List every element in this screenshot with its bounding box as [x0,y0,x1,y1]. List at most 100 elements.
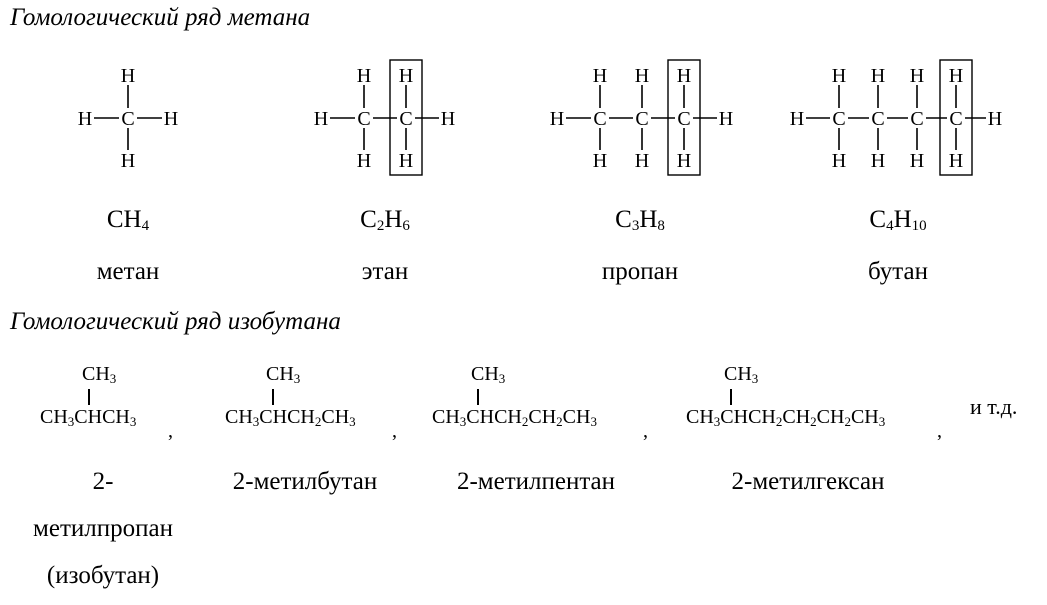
formula-text: C [615,206,632,233]
hydrogen-atom: H [790,108,804,130]
hydrogen-atom: H [635,65,649,87]
formula-subscript: 3 [751,371,759,386]
formula-text: C [360,206,377,233]
hydrogen-atom: H [121,150,135,172]
carbon-atom: C [593,108,606,130]
compound-name: этан [361,258,409,285]
hydrogen-atom: H [593,65,607,87]
formula-text: CH [686,406,714,428]
hydrogen-atom: H [399,150,413,172]
formula-subscript: 2 [556,414,563,429]
formula-text: CHCH [466,406,522,428]
formula-text: CH [432,406,460,428]
formula-text: C [869,206,887,233]
formula-subscript: 3 [631,218,640,234]
carbon-atom: C [635,108,648,130]
formula-text: H [893,206,912,233]
formula-text: CH [40,406,68,428]
hydrogen-atom: H [871,150,885,172]
carbon-atom: C [910,108,923,130]
branch-bond-line [730,389,732,405]
condensed-formula: CH3CHCH2CH2CH2CH3 [686,406,885,429]
branch-methyl-group: CH3 [724,363,758,386]
formula-subscript: 3 [67,414,75,429]
carbon-atom: C [949,108,962,130]
formula-subscript: 2 [775,414,783,429]
formula-text: CH [816,406,845,428]
compound-name: 2-метилгексан [731,468,885,495]
formula-subscript: 2 [376,218,385,234]
branch-methyl-group: CH3 [471,363,505,386]
hydrogen-atom: H [949,150,963,172]
formula-subscript: 4 [141,218,150,234]
formula-subscript: 3 [878,414,886,429]
formula-subscript: 6 [402,218,410,234]
hydrogen-atom: H [832,65,846,87]
formula-subscript: 3 [459,414,467,429]
hydrogen-atom: H [78,108,92,130]
hydrogen-atom: H [121,65,135,87]
formula-subscript: 3 [109,371,117,386]
hydrogen-atom: H [399,65,413,87]
hydrogen-atom: H [910,65,924,87]
hydrogen-atom: H [871,65,885,87]
carbon-atom: C [677,108,690,130]
separator-comma: , [168,420,173,442]
formula-subscript: 3 [293,371,301,386]
formula-text: CH [321,406,350,428]
hydrogen-atom: H [550,108,564,130]
carbon-atom: C [832,108,845,130]
formula-text: CH [850,406,879,428]
formula-subscript: 10 [911,218,927,234]
carbon-atom: C [121,108,134,130]
homologue-difference-box [389,59,423,176]
formula-subscript: 2 [844,414,851,429]
separator-comma: , [392,420,397,442]
branch-bond-line [88,389,90,405]
separator-comma: , [937,420,942,442]
formula-subscript: 2 [810,414,817,429]
hydrogen-atom: H [357,150,371,172]
formula-text: CHCH [74,406,130,428]
homologue-difference-box [939,59,973,176]
hydrogen-atom: H [677,65,691,87]
formula-text: CHCH [259,406,315,428]
hydrogen-atom: H [357,65,371,87]
molecular-formula: CH4 [107,206,149,234]
condensed-formula: CH3CHCH3 [40,406,136,429]
formula-text: CH [724,363,752,385]
compound-name: бутан [868,258,928,285]
formula-text: CH [225,406,253,428]
compound-name: 2-метилбутан [232,468,378,495]
hydrogen-atom: H [949,65,963,87]
hydrogen-atom: H [441,108,455,130]
formula-subscript: 3 [349,414,356,429]
compound-name: 2- [92,468,114,495]
branch-methyl-group: CH3 [266,363,300,386]
hydrogen-atom: H [719,108,733,130]
formula-text: CH [82,363,110,385]
hydrogen-atom: H [635,150,649,172]
formula-subscript: 3 [590,414,597,429]
branch-bond-line [477,389,479,405]
branch-bond-line [272,389,274,405]
compound-name: метилпропан [33,515,173,542]
etc-label: и т.д. [970,394,1018,419]
formula-subscript: 3 [713,414,721,429]
hydrogen-atom: H [314,108,328,130]
branch-methyl-group: CH3 [82,363,116,386]
carbon-atom: C [399,108,412,130]
formula-subscript: 3 [129,414,137,429]
formula-text: CH [106,206,142,233]
homologue-difference-box [667,59,701,176]
formula-text: CH [562,406,591,428]
formula-subscript: 3 [498,371,506,386]
heading-isobutane-series: Гомологический ряд изобутана [10,308,341,335]
hydrogen-atom: H [593,150,607,172]
carbon-atom: C [871,108,884,130]
formula-subscript: 2 [521,414,529,429]
formula-text: H [639,206,658,233]
hydrogen-atom: H [677,150,691,172]
condensed-formula: CH3CHCH2CH2CH3 [432,406,597,429]
